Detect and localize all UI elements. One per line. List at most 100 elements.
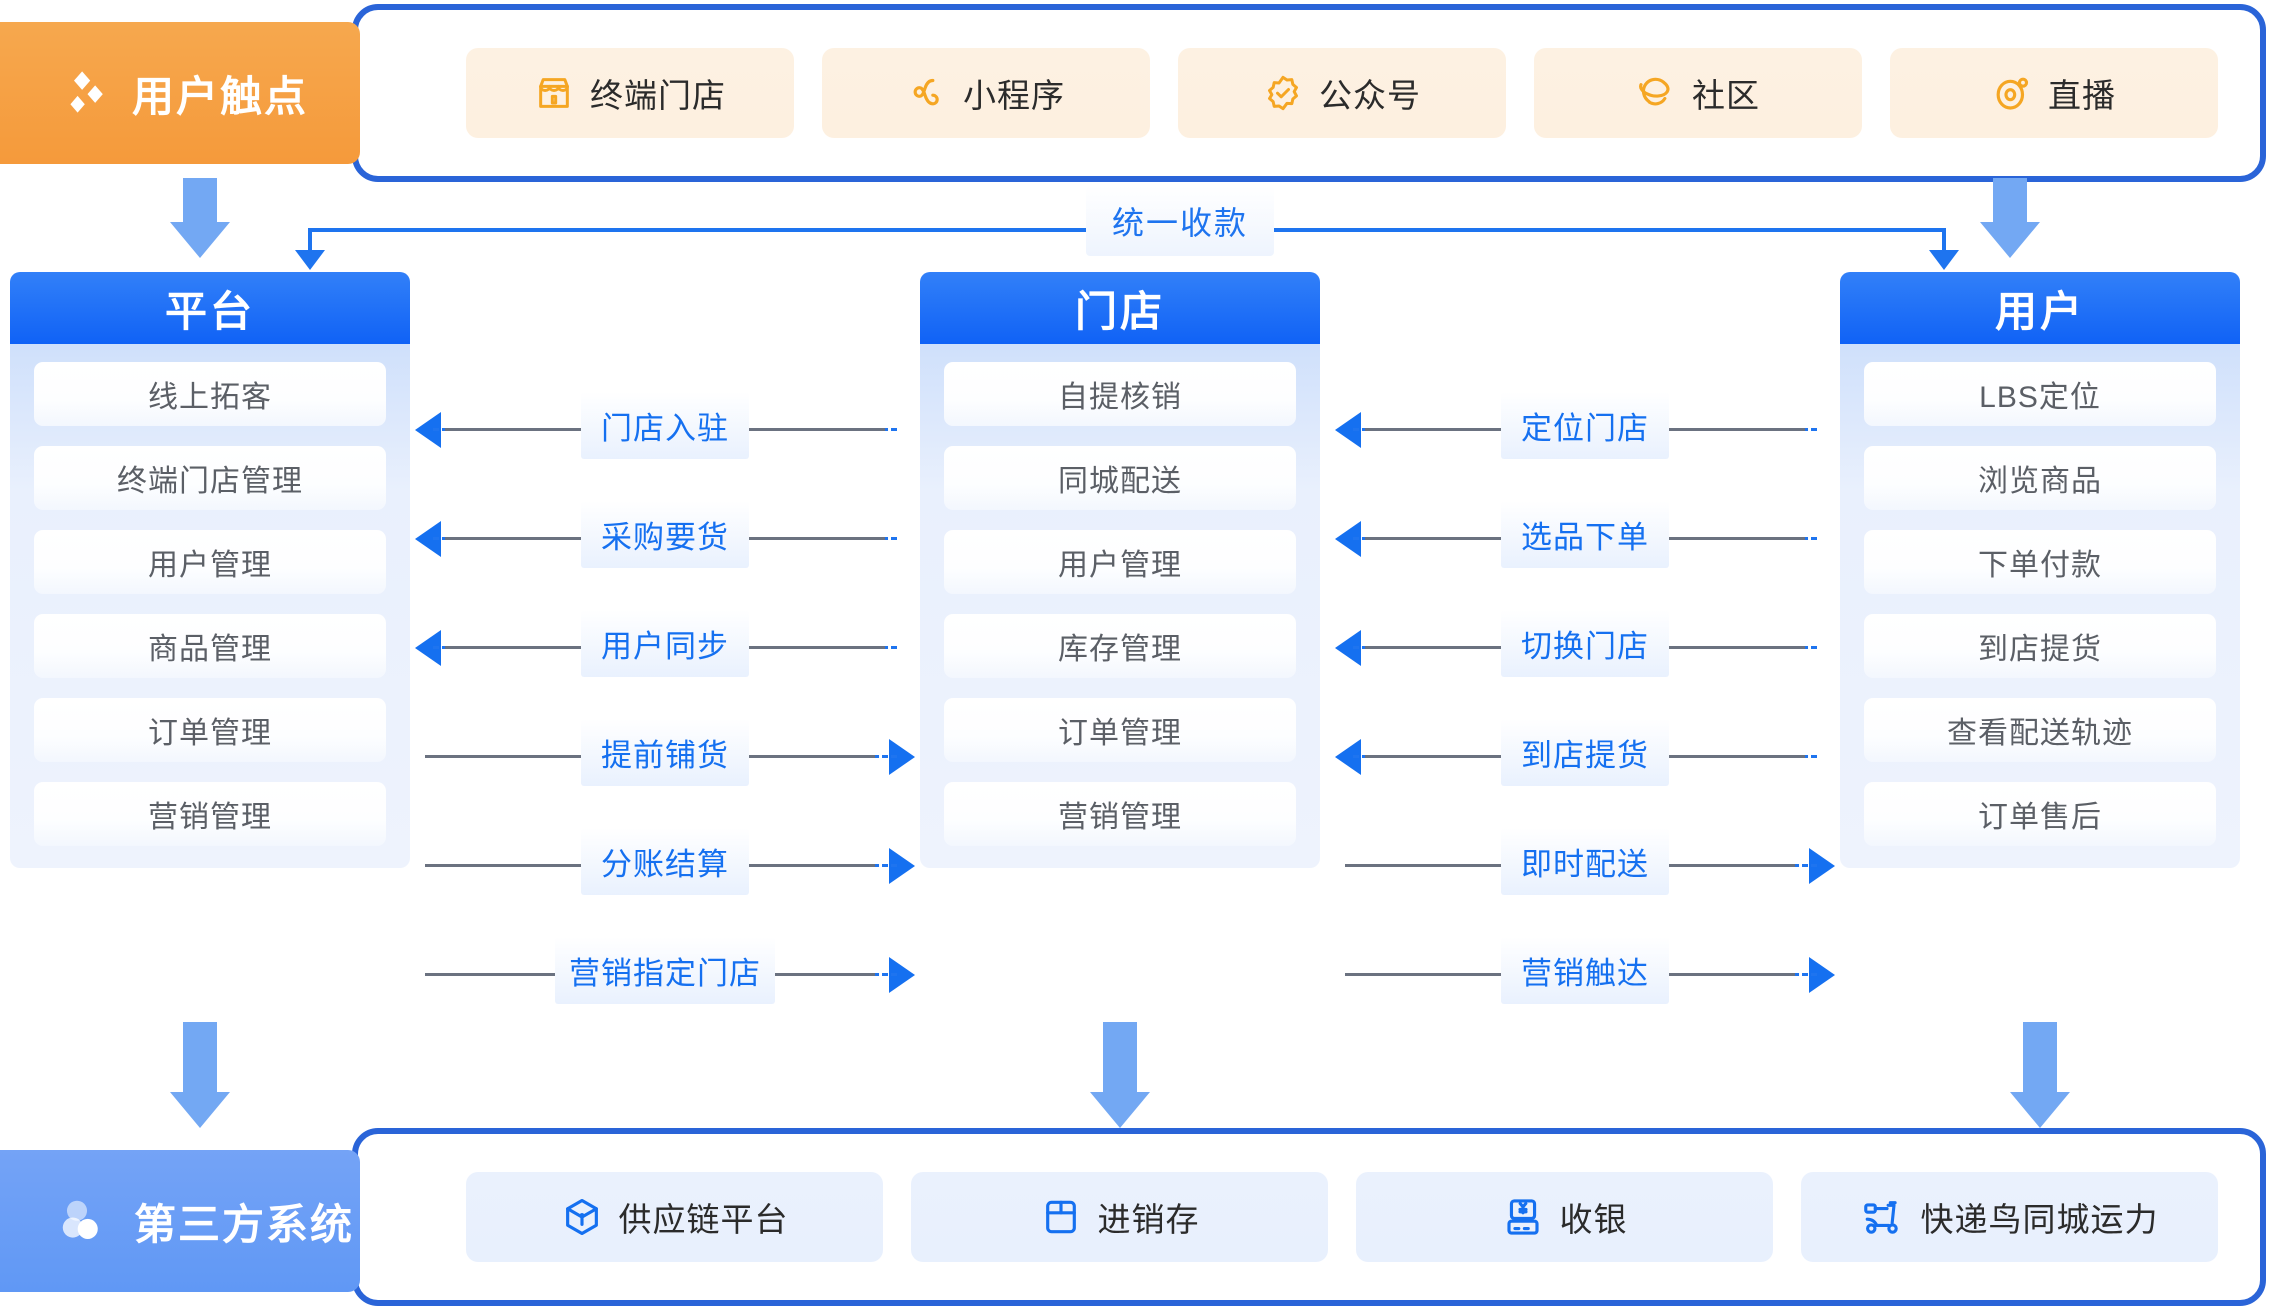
column-title: 门店 <box>1074 287 1165 335</box>
list-item[interactable]: 订单管理 <box>34 698 386 762</box>
flow-arrow-platform-to-third-party <box>170 1022 230 1128</box>
item-label: 浏览商品 <box>1978 465 2102 498</box>
delivery-scooter-icon <box>1861 1195 1905 1239</box>
item-label: 查看配送轨迹 <box>1947 717 2133 750</box>
connector-label[interactable]: 分账结算 <box>581 828 749 895</box>
connector-row: 分账结算 <box>415 828 915 903</box>
live-camera-icon <box>1992 73 2032 113</box>
connector-label[interactable]: 定位门店 <box>1501 392 1669 459</box>
connector-row: 到店提货 <box>1335 719 1835 794</box>
list-item[interactable]: 营销管理 <box>34 782 386 846</box>
box-icon <box>1040 1196 1082 1238</box>
connector-row: 营销触达 <box>1335 937 1835 1012</box>
list-item[interactable]: 订单管理 <box>944 698 1296 762</box>
column-header-platform: 平台 <box>10 272 410 344</box>
touchpoint-label: 公众号 <box>1319 77 1421 114</box>
list-item[interactable]: LBS定位 <box>1864 362 2216 426</box>
item-label: 终端门店管理 <box>117 465 303 498</box>
list-item[interactable]: 终端门店管理 <box>34 446 386 510</box>
connector-label[interactable]: 到店提货 <box>1501 719 1669 786</box>
connector-label[interactable]: 切换门店 <box>1501 610 1669 677</box>
touchpoint-label: 直播 <box>2048 77 2116 114</box>
touchpoint-chip-official-account[interactable]: 公众号 <box>1178 48 1506 138</box>
connector-row: 定位门店 <box>1335 392 1835 467</box>
unified-payment-label: 统一收款 <box>1086 186 1275 256</box>
list-item[interactable]: 同城配送 <box>944 446 1296 510</box>
connector-row: 提前铺货 <box>415 719 915 794</box>
third-party-chip-delivery[interactable]: 快递鸟同城运力 <box>1801 1172 2218 1262</box>
list-item[interactable]: 下单付款 <box>1864 530 2216 594</box>
connector-label[interactable]: 门店入驻 <box>581 392 749 459</box>
column-store: 门店 自提核销 同城配送 用户管理 库存管理 订单管理 营销管理 <box>920 272 1320 868</box>
item-label: 线上拓客 <box>148 381 272 414</box>
column-title: 平台 <box>164 287 255 335</box>
third-party-chip-inventory[interactable]: 进销存 <box>911 1172 1328 1262</box>
third-party-header-label: 第三方系统 <box>134 1200 355 1248</box>
column-title: 用户 <box>1994 287 2085 335</box>
touchpoint-chip-mini-program[interactable]: 小程序 <box>822 48 1150 138</box>
touchpoint-chip-terminal-store[interactable]: 终端门店 <box>466 48 794 138</box>
item-label: 用户管理 <box>1058 549 1182 582</box>
connector-label[interactable]: 营销触达 <box>1501 937 1669 1004</box>
list-item[interactable]: 查看配送轨迹 <box>1864 698 2216 762</box>
flow-arrow-touchpoint-to-user <box>1980 178 2040 258</box>
connector-label[interactable]: 提前铺货 <box>581 719 749 786</box>
flow-arrow-touchpoint-to-platform <box>170 178 230 258</box>
list-item[interactable]: 浏览商品 <box>1864 446 2216 510</box>
item-label: 同城配送 <box>1058 465 1182 498</box>
connector-row: 切换门店 <box>1335 610 1835 685</box>
touchpoint-label: 小程序 <box>963 77 1065 114</box>
touchpoint-header-label: 用户触点 <box>132 72 309 120</box>
column-platform: 平台 线上拓客 终端门店管理 用户管理 商品管理 订单管理 营销管理 <box>10 272 410 868</box>
touchpoint-label: 社区 <box>1692 77 1760 114</box>
item-label: 订单管理 <box>1058 717 1182 750</box>
column-user: 用户 LBS定位 浏览商品 下单付款 到店提货 查看配送轨迹 订单售后 <box>1840 272 2240 868</box>
list-item[interactable]: 用户管理 <box>944 530 1296 594</box>
connector-label[interactable]: 用户同步 <box>581 610 749 677</box>
item-label: 订单售后 <box>1978 801 2102 834</box>
third-party-label: 进销存 <box>1097 1201 1200 1238</box>
unified-payment-stub-right <box>1942 228 1946 254</box>
touchpoint-chip-list: 终端门店 小程序 公众号 <box>358 10 2260 176</box>
third-party-header: 第三方系统 <box>0 1150 360 1292</box>
list-item[interactable]: 线上拓客 <box>34 362 386 426</box>
circles-overlap-icon <box>56 1193 112 1249</box>
badge-check-icon <box>1263 73 1303 113</box>
connector-label[interactable]: 采购要货 <box>581 501 749 568</box>
flow-arrow-user-to-third-party <box>2010 1022 2070 1128</box>
touchpoint-panel: 终端门店 小程序 公众号 <box>352 4 2266 182</box>
third-party-chip-cashier[interactable]: 收银 <box>1356 1172 1773 1262</box>
touchpoint-chip-community[interactable]: 社区 <box>1534 48 1862 138</box>
touchpoint-header: 用户触点 <box>0 22 360 164</box>
third-party-chip-supply-chain[interactable]: 供应链平台 <box>466 1172 883 1262</box>
item-label: 到店提货 <box>1978 633 2102 666</box>
list-item[interactable]: 订单售后 <box>1864 782 2216 846</box>
connector-row: 营销指定门店 <box>415 937 915 1012</box>
list-item[interactable]: 营销管理 <box>944 782 1296 846</box>
flow-arrow-store-to-third-party <box>1090 1022 1150 1128</box>
list-item[interactable]: 库存管理 <box>944 614 1296 678</box>
column-body-user: LBS定位 浏览商品 下单付款 到店提货 查看配送轨迹 订单售后 <box>1840 344 2240 868</box>
third-party-label: 快递鸟同城运力 <box>1920 1201 2159 1238</box>
connector-label[interactable]: 营销指定门店 <box>555 937 775 1004</box>
column-header-user: 用户 <box>1840 272 2240 344</box>
diamond-cluster-icon <box>56 66 110 120</box>
list-item[interactable]: 到店提货 <box>1864 614 2216 678</box>
list-item[interactable]: 用户管理 <box>34 530 386 594</box>
connector-label[interactable]: 选品下单 <box>1501 501 1669 568</box>
unified-payment-stub-left <box>308 228 312 254</box>
item-label: 订单管理 <box>148 717 272 750</box>
unified-payment-arrow-right <box>1929 250 1959 270</box>
list-item[interactable]: 自提核销 <box>944 362 1296 426</box>
third-party-label: 供应链平台 <box>618 1201 789 1238</box>
connector-row: 即时配送 <box>1335 828 1835 903</box>
connector-label[interactable]: 即时配送 <box>1501 828 1669 895</box>
connector-column-platform-store: 门店入驻 采购要货 用户同步 提前铺货 分账结算 <box>415 392 915 1046</box>
connector-row: 用户同步 <box>415 610 915 685</box>
list-item[interactable]: 商品管理 <box>34 614 386 678</box>
column-body-store: 自提核销 同城配送 用户管理 库存管理 订单管理 营销管理 <box>920 344 1320 868</box>
item-label: 自提核销 <box>1058 381 1182 414</box>
touchpoint-chip-live[interactable]: 直播 <box>1890 48 2218 138</box>
item-label: 商品管理 <box>148 633 272 666</box>
